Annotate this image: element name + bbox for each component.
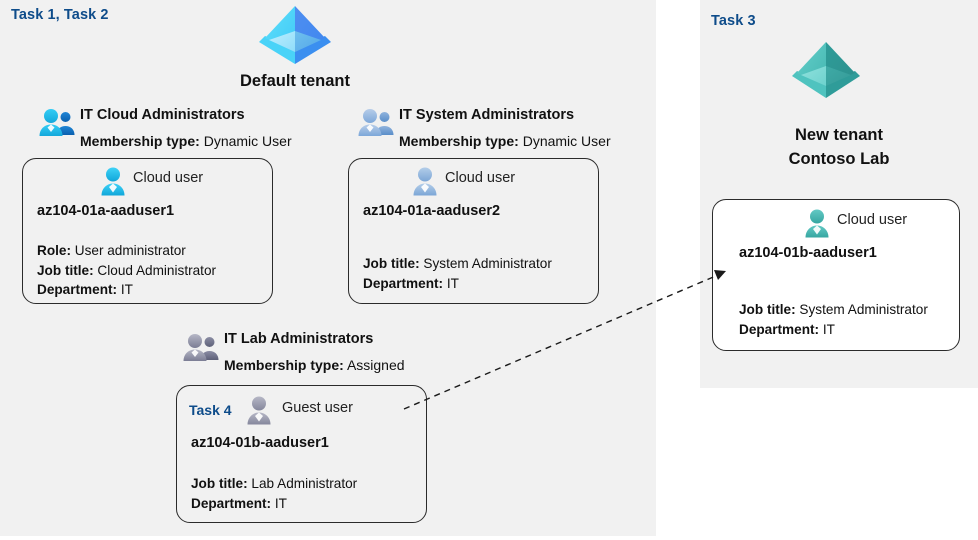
group-name-it-system-administrators: IT System Administrators (399, 107, 575, 123)
new-tenant-title-line1: New tenant (794, 126, 883, 144)
cloud-user-icon (411, 166, 439, 196)
new-tenant-title-line2: Contoso Lab (788, 149, 890, 168)
default-tenant-title: Default tenant (239, 72, 350, 90)
attribute-value: IT (446, 275, 459, 291)
attribute-label: Department: (191, 495, 272, 511)
attribute-value: IT (822, 321, 835, 337)
attribute-row: Job title: Lab Administrator (191, 474, 357, 494)
attribute-label: Department: (37, 282, 118, 298)
users-group-icon (357, 108, 397, 138)
group-membership-it-cloud-administrators: Membership type: Dynamic User (80, 133, 292, 149)
group-name-it-cloud-administrators: IT Cloud Administrators (80, 107, 245, 123)
cloud-user-icon (99, 166, 127, 196)
attribute-value: IT (274, 495, 287, 511)
azure-tenant-icon (790, 38, 862, 102)
user-card-aaduser1[interactable]: Cloud user az104-01a-aaduser1 Role: User… (22, 158, 273, 304)
attribute-row: Job title: Cloud Administrator (37, 261, 216, 281)
group-name-it-lab-administrators: IT Lab Administrators (224, 331, 374, 347)
group-membership-it-system-administrators: Membership type: Dynamic User (399, 133, 611, 149)
user-name: az104-01b-aaduser1 (191, 435, 329, 451)
attribute-label: Department: (363, 275, 444, 291)
user-type-label: Cloud user (445, 170, 516, 186)
attribute-label: Job title: (739, 302, 796, 317)
attribute-label: Role: (37, 243, 71, 258)
user-attributes: Job title: System Administrator Departme… (739, 300, 928, 339)
membership-type-label: Membership type: (399, 133, 519, 149)
attribute-row: Job title: System Administrator (739, 300, 928, 320)
user-card-aaduser2[interactable]: Cloud user az104-01a-aaduser2 Job title:… (348, 158, 599, 304)
user-attributes: Job title: Lab Administrator Department:… (191, 474, 357, 513)
user-type-label: Cloud user (133, 170, 204, 186)
membership-type-label: Membership type: (224, 357, 344, 373)
attribute-row: Department: IT (37, 280, 216, 300)
user-card-guest-aaduser1[interactable]: Task 4 Guest user az104-01b-aaduser1 Job… (176, 385, 427, 523)
attribute-value: IT (120, 282, 133, 298)
guest-user-icon (245, 395, 273, 425)
cloud-user-icon (803, 208, 831, 238)
user-attributes: Role: User administrator Job title: Clou… (37, 241, 216, 300)
attribute-row: Job title: System Administrator (363, 254, 552, 274)
membership-type-value: Dynamic User (203, 133, 292, 149)
attribute-value: System Administrator (423, 256, 552, 271)
attribute-label: Job title: (37, 262, 94, 278)
azure-tenant-icon (257, 2, 333, 68)
attribute-label: Job title: (191, 476, 248, 491)
users-group-icon (38, 108, 78, 138)
attribute-value: Lab Administrator (251, 476, 358, 491)
attribute-row: Department: IT (739, 320, 928, 340)
attribute-value: User administrator (74, 243, 186, 258)
group-membership-it-lab-administrators: Membership type: Assigned (224, 357, 405, 373)
user-card-new-tenant-aaduser1[interactable]: Cloud user az104-01b-aaduser1 Job title:… (712, 199, 960, 351)
user-name: az104-01a-aaduser2 (363, 203, 501, 219)
attribute-value: Cloud Administrator (97, 262, 217, 278)
users-group-icon (182, 333, 222, 363)
task-label-1-2: Task 1, Task 2 (11, 7, 109, 23)
attribute-row: Role: User administrator (37, 241, 216, 261)
membership-type-value: Assigned (346, 357, 405, 373)
user-type-label: Guest user (282, 400, 353, 416)
task-label-4: Task 4 (189, 402, 232, 418)
membership-type-label: Membership type: (80, 133, 200, 149)
attribute-row: Department: IT (191, 494, 357, 514)
membership-type-value: Dynamic User (522, 133, 611, 149)
user-type-label: Cloud user (837, 212, 908, 228)
attribute-row: Department: IT (363, 274, 552, 294)
attribute-label: Department: (739, 321, 820, 337)
user-name: az104-01b-aaduser1 (739, 245, 877, 261)
attribute-label: Job title: (363, 256, 420, 271)
user-name: az104-01a-aaduser1 (37, 203, 175, 219)
attribute-value: System Administrator (799, 302, 928, 317)
task-label-3: Task 3 (711, 13, 756, 29)
user-attributes: Job title: System Administrator Departme… (363, 254, 552, 293)
